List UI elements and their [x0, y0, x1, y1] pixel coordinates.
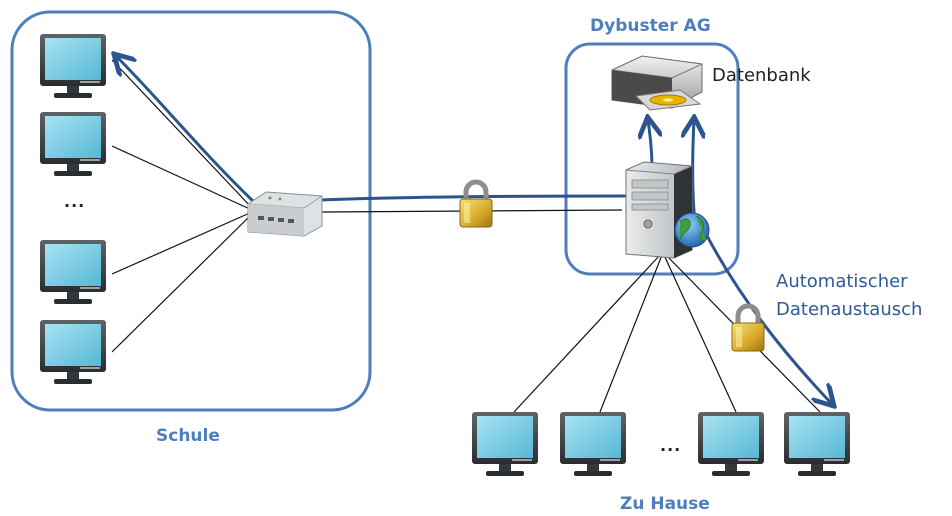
home-label: Zu Hause: [620, 494, 710, 514]
school-ellipsis: ...: [64, 192, 86, 211]
company-label: Dybuster AG: [590, 16, 711, 36]
link-computer-4: [111, 213, 253, 353]
arrow-to-school-computer: [116, 56, 256, 204]
globe-icon: [674, 212, 710, 248]
link-home-1: [513, 254, 661, 413]
link-computer-1: [111, 59, 253, 209]
data-flow-arrows: [116, 56, 832, 404]
schule-group-box: [10, 10, 372, 412]
disk-drive-icon: [611, 55, 703, 111]
home-links: [513, 254, 821, 413]
sync-label-line2: Datenaustausch: [776, 299, 923, 320]
school-computer-4-icon: [40, 320, 106, 384]
padlock-icon-connection: [460, 182, 492, 227]
padlock-icon-sync: [732, 306, 764, 351]
school-computer-3-icon: [40, 240, 106, 304]
dybuster-group-box: [564, 42, 740, 276]
database-label: Datenbank: [712, 65, 811, 86]
home-ellipsis: ...: [660, 436, 682, 455]
router-icon: [247, 191, 323, 237]
sync-label-line1: Automatischer: [776, 271, 908, 292]
link-home-3: [663, 254, 737, 413]
school-links: [111, 59, 623, 353]
home-computer-1-icon: [472, 412, 538, 476]
arrow-server-to-db-1: [648, 120, 652, 170]
link-computer-2: [111, 145, 253, 211]
home-computer-4-icon: [784, 412, 850, 476]
arrow-to-home-computer: [702, 228, 832, 404]
school-computer-1-icon: [40, 34, 106, 98]
link-computer-3: [111, 211, 253, 275]
link-home-2: [599, 254, 663, 413]
school-computer-2-icon: [40, 112, 106, 176]
home-computer-2-icon: [560, 412, 626, 476]
home-computer-3-icon: [698, 412, 764, 476]
schule-label: Schule: [156, 426, 220, 446]
